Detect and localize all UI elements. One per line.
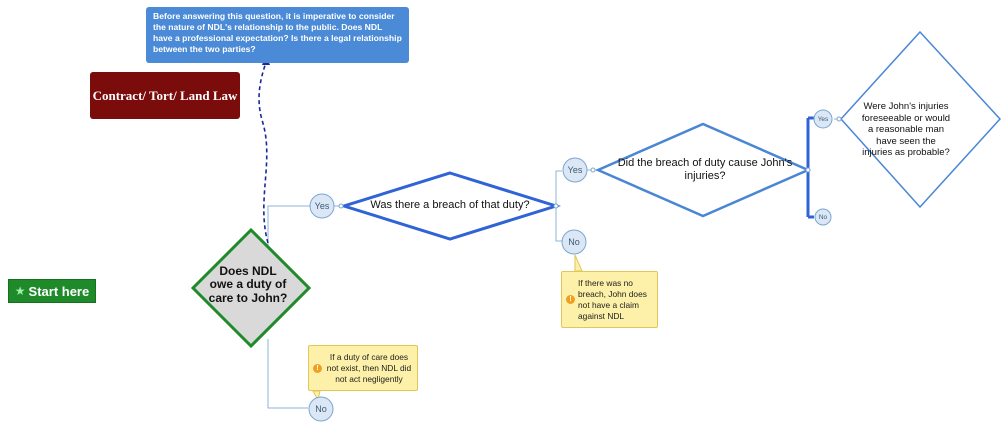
dashed-connector bbox=[258, 61, 269, 244]
connector-dot bbox=[553, 203, 559, 209]
no-breach-note-text: If there was no breach, John does not ha… bbox=[578, 277, 647, 321]
duty-yes-node[interactable] bbox=[309, 193, 335, 219]
connector-causation-branch bbox=[806, 116, 814, 219]
start-here-label: Start here bbox=[28, 283, 90, 299]
no-duty-note: ! If a duty of care does not exist, then… bbox=[308, 345, 418, 391]
relationship-note-text: Before answering this question, it is im… bbox=[153, 11, 402, 54]
causation-question: Did the breach of duty cause John's inju… bbox=[617, 157, 793, 182]
star-icon: ★ bbox=[14, 284, 26, 298]
connector-duty-yes bbox=[267, 205, 310, 246]
connector-dot bbox=[836, 116, 842, 122]
breach-diamond[interactable] bbox=[338, 171, 562, 241]
causation-yes-node[interactable] bbox=[813, 109, 833, 129]
breach-yes-label: Yes bbox=[567, 165, 583, 175]
topic-box[interactable]: Contract/ Tort/ Land Law bbox=[90, 72, 240, 119]
warning-icon: ! bbox=[566, 295, 575, 304]
connector-breach bbox=[555, 170, 562, 242]
note-no-breach-tail bbox=[574, 254, 583, 272]
causation-diamond[interactable] bbox=[594, 122, 812, 218]
causation-no-node[interactable] bbox=[814, 208, 832, 226]
no-duty-note-text: If a duty of care does not exist, then N… bbox=[326, 351, 412, 384]
duty-yes-label: Yes bbox=[314, 201, 330, 211]
connector-dot bbox=[338, 203, 344, 209]
causation-no-label: No bbox=[818, 213, 828, 221]
start-here-button[interactable]: ★ Start here bbox=[8, 279, 96, 303]
connector-dot bbox=[590, 167, 596, 173]
breach-yes-node[interactable] bbox=[562, 157, 588, 183]
relationship-note: Before answering this question, it is im… bbox=[146, 7, 409, 63]
breach-no-node[interactable] bbox=[561, 229, 587, 255]
warning-icon: ! bbox=[313, 363, 322, 373]
causation-yes-label: Yes bbox=[817, 115, 829, 123]
connector-duty-no bbox=[267, 339, 308, 409]
duty-question: Does NDL owe a duty of care to John? bbox=[208, 263, 288, 305]
foreseeable-question: Were John's injuries foreseeable or woul… bbox=[861, 101, 951, 159]
duty-no-node[interactable] bbox=[308, 396, 334, 422]
duty-diamond[interactable] bbox=[190, 227, 312, 349]
topic-label: Contract/ Tort/ Land Law bbox=[92, 87, 238, 103]
duty-no-label: No bbox=[315, 404, 327, 414]
foreseeable-diamond[interactable] bbox=[839, 30, 1002, 209]
no-breach-note: ! If there was no breach, John does not … bbox=[561, 271, 658, 328]
breach-question: Was there a breach of that duty? bbox=[370, 199, 530, 211]
connector-dot bbox=[805, 167, 811, 173]
breach-no-label: No bbox=[568, 237, 580, 247]
